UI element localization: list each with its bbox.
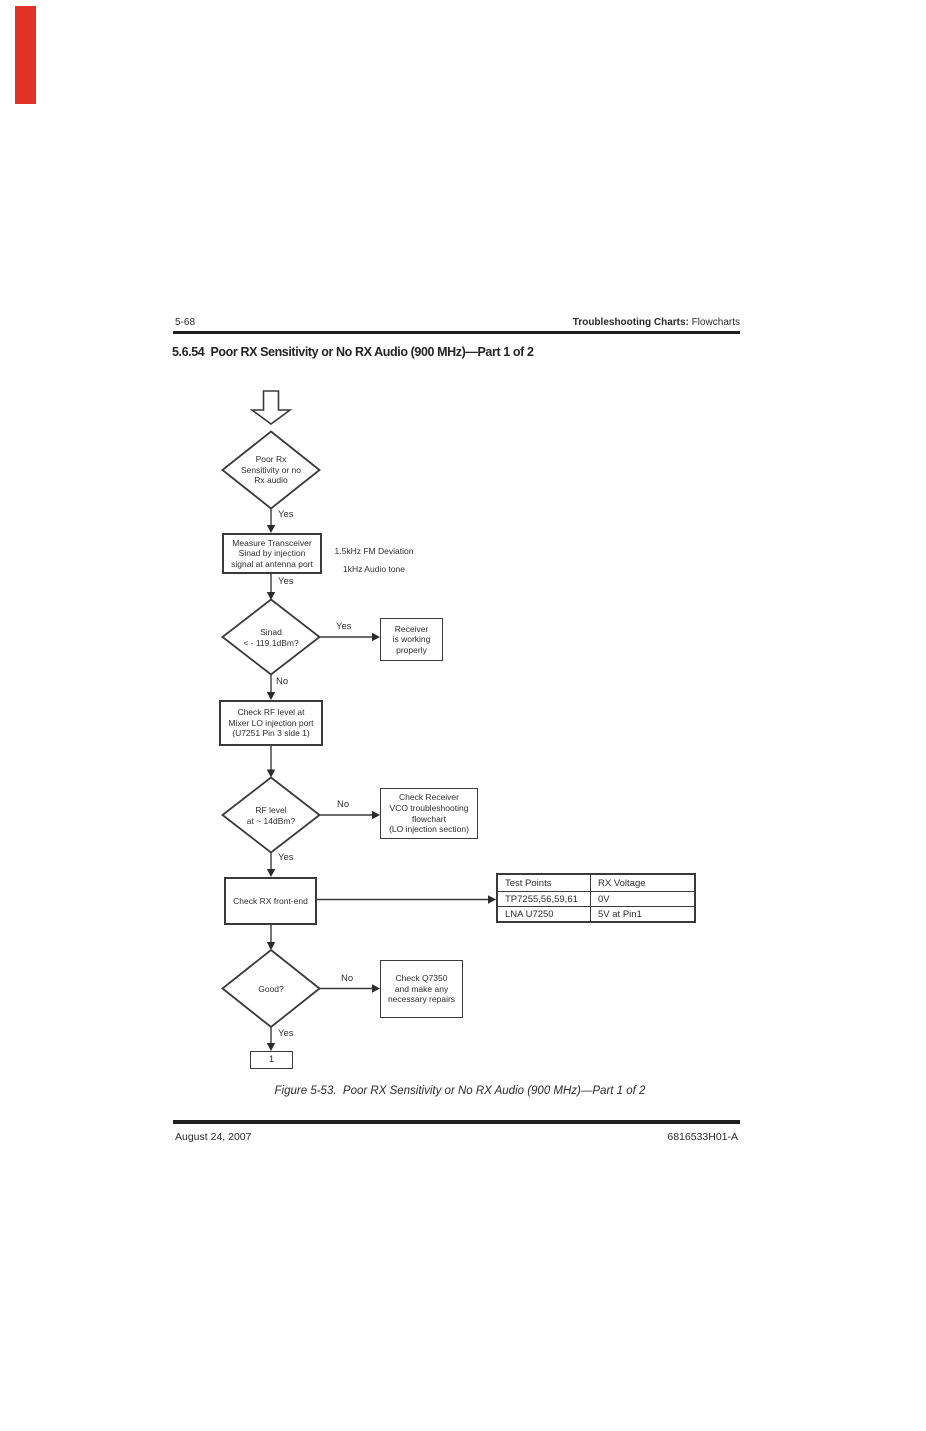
process-check-vco: Check Receiver VCO troubleshooting flowc… (380, 788, 478, 839)
header-title-regular: Flowcharts (688, 317, 740, 328)
figure-caption: Figure 5-53. Poor RX Sensitivity or No R… (274, 1085, 646, 1097)
decision-poor-rx-label: Poor Rx Sensitivity or no Rx audio (241, 454, 301, 486)
note-fm-deviation: 1.5kHz FM Deviation 1kHz Audio tone (334, 546, 414, 574)
section-heading: 5.6.54 Poor RX Sensitivity or No RX Audi… (172, 345, 534, 359)
decision-good-label: Good? (258, 983, 284, 994)
arrowhead-right-icon (372, 810, 380, 820)
header-title-bold: Troubleshooting Charts: (572, 317, 689, 328)
edge-label-yes: Yes (278, 576, 294, 587)
table-cell: TP7255,56,59,61 (498, 891, 590, 906)
test-points-table: Test Points RX Voltage TP7255,56,59,61 0… (496, 873, 696, 923)
arrowhead-down-icon (266, 692, 276, 700)
arrowhead-down-icon (266, 769, 276, 778)
arrowhead-right-icon (372, 632, 380, 642)
edge-label-no: No (337, 799, 350, 810)
arrowhead-down-icon (266, 1043, 276, 1051)
decision-sinad-label: Sinad < - 119.1dBm? (243, 627, 299, 648)
table-cell: 0V (590, 891, 694, 906)
edge-label-no: No (341, 973, 354, 984)
header-title: Troubleshooting Charts: Flowcharts (573, 317, 740, 328)
table-cell: LNA U7250 (498, 906, 590, 921)
footer-rule (173, 1120, 740, 1124)
process-check-q7350: Check Q7350 and make any necessary repai… (380, 960, 463, 1018)
arrowhead-down-icon (266, 942, 276, 950)
header-rule (173, 331, 740, 334)
edge-label-yes: Yes (278, 852, 294, 863)
arrowhead-down-icon (266, 592, 276, 600)
edge-label-yes: Yes (278, 509, 294, 520)
arrowhead-down-icon (266, 869, 276, 877)
edge-label-no: No (276, 676, 289, 687)
arrowhead-right-icon (372, 984, 380, 993)
process-measure-sinad: Measure Transceiver Sinad by injection s… (222, 533, 322, 574)
footer-doc-number: 6816533H01-A (667, 1131, 738, 1143)
table-cell: 5V at Pin1 (590, 906, 694, 921)
edge-label-yes: Yes (278, 1028, 294, 1039)
connector-1-box: 1 (250, 1051, 293, 1069)
process-receiver-working: Receiver is working properly (380, 618, 443, 661)
page-number: 5-68 (175, 317, 196, 328)
arrowhead-right-icon (488, 895, 496, 904)
process-check-rx-front-end: Check RX front-end (224, 877, 317, 925)
footer-date: August 24, 2007 (175, 1131, 252, 1143)
arrowhead-down-icon (266, 525, 276, 533)
table-header-test-points: Test Points (505, 877, 552, 889)
edge-label-yes: Yes (336, 621, 352, 632)
process-check-rf-level: Check RF level at Mixer LO injection por… (219, 700, 323, 746)
start-arrow-icon (249, 390, 293, 425)
table-header-rx-voltage: RX Voltage (590, 875, 694, 891)
red-edge-tab (15, 6, 36, 104)
decision-rf-level-label: RF level at ~ 14dBm? (246, 805, 296, 826)
